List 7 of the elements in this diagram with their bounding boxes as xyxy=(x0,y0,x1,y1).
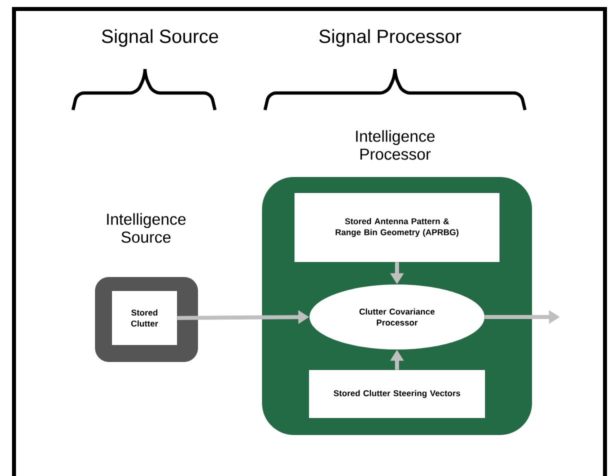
panel-heading: Intelligence Processor xyxy=(356,130,435,160)
storage-box: Stored Clutter Steering Vectors xyxy=(309,370,485,418)
section-heading: Signal Processor xyxy=(319,29,462,47)
panel-heading: Intelligence Source xyxy=(107,213,186,243)
storage-box: Stored Antenna Pattern & Range Bin Geometry (APRBG) xyxy=(294,193,500,262)
storage-box: Stored Clutter xyxy=(112,291,177,345)
section-heading: Signal Source xyxy=(102,29,218,47)
